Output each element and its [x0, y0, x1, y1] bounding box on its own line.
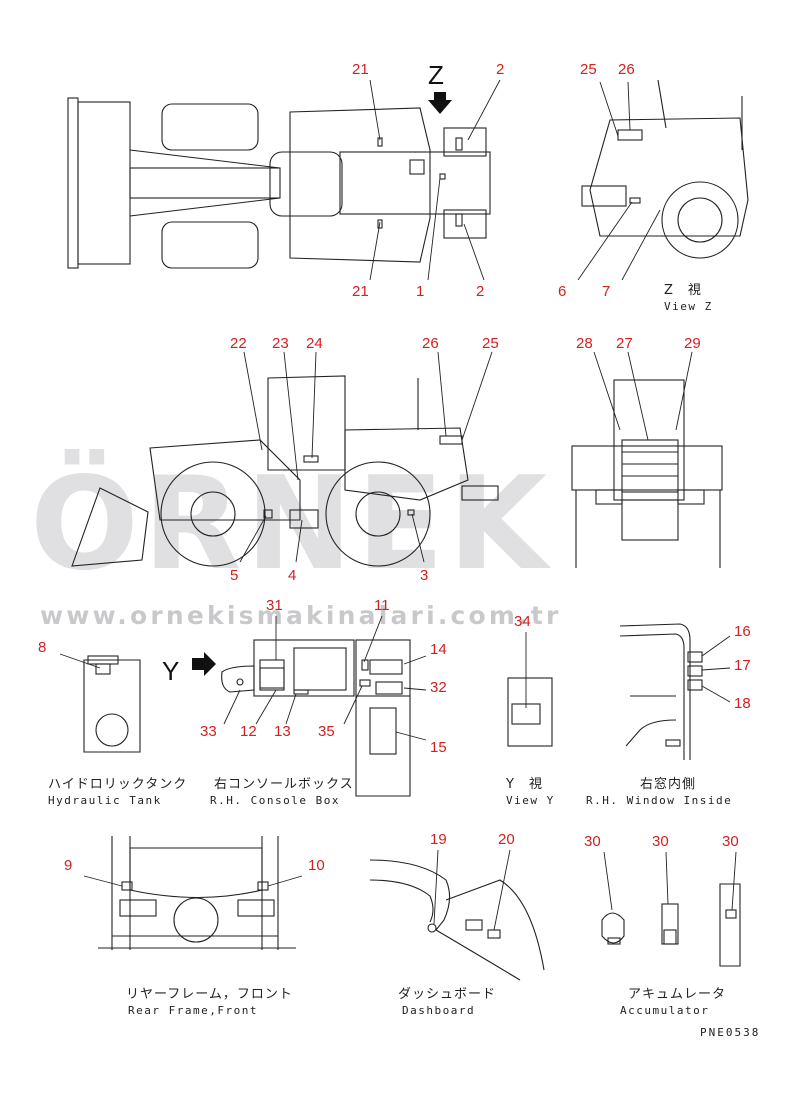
callout-30: 30 — [584, 833, 601, 850]
callout-35: 35 — [318, 723, 335, 740]
watermark-url: www.ornekismakinalari.com.tr — [40, 601, 562, 630]
hydraulic-tank-drawing — [83, 655, 141, 753]
view-y-caption-jp: Y 視 — [505, 777, 543, 792]
view-y-drawing — [507, 677, 553, 747]
rear-view-drawing — [571, 379, 723, 568]
console-caption-jp: 右コンソールボックス — [214, 777, 354, 792]
callout-30: 30 — [722, 833, 739, 850]
rear-frame-caption-jp: リヤーフレーム，フロント — [126, 987, 293, 1002]
loader-side-view — [71, 375, 499, 567]
callout-12: 12 — [240, 723, 257, 740]
callout-26: 26 — [618, 61, 635, 78]
watermark-brand: ÖRNEK — [30, 449, 552, 599]
callout-21: 21 — [352, 283, 369, 300]
callout-26: 26 — [422, 335, 439, 352]
callout-34: 34 — [514, 613, 531, 630]
callout-33: 33 — [200, 723, 217, 740]
dashboard-caption-jp: ダッシュボード — [398, 987, 496, 1002]
view-y-arrow — [192, 652, 216, 676]
rear-frame-drawing — [98, 836, 296, 950]
window-inside-drawing — [619, 623, 703, 760]
callout-leaders — [59, 79, 737, 931]
window-caption-en: R.H. Window Inside — [586, 794, 732, 807]
hydraulic-caption-en: Hydraulic Tank — [48, 794, 162, 807]
accumulator-caption-jp: アキュムレータ — [628, 987, 726, 1002]
callout-1: 1 — [416, 283, 424, 300]
window-caption-jp: 右窓内側 — [640, 776, 696, 792]
callout-22: 22 — [230, 335, 247, 352]
dashboard-caption-en: Dashboard — [402, 1004, 475, 1017]
view-z-arrow: Z — [428, 60, 452, 114]
callout-16: 16 — [734, 623, 751, 640]
rear-frame-caption-en: Rear Frame,Front — [128, 1004, 258, 1017]
callout-23: 23 — [272, 335, 289, 352]
callout-3: 3 — [420, 567, 428, 584]
callout-20: 20 — [498, 831, 515, 848]
callout-5: 5 — [230, 567, 238, 584]
view-z-marker: Z — [428, 60, 444, 90]
view-y-marker: Y — [162, 656, 179, 686]
callout-30: 30 — [652, 833, 669, 850]
console-box-drawing — [221, 639, 411, 797]
callout-4: 4 — [288, 567, 296, 584]
callout-13: 13 — [274, 723, 291, 740]
callout-6: 6 — [558, 283, 566, 300]
callout-24: 24 — [306, 335, 323, 352]
callout-27: 27 — [616, 335, 633, 352]
callout-2: 2 — [476, 283, 484, 300]
callout-25: 25 — [580, 61, 597, 78]
dashboard-drawing — [369, 859, 545, 981]
callout-11: 11 — [374, 597, 390, 614]
callout-2: 2 — [496, 61, 504, 78]
watermark: ÖRNEK www.ornekismakinalari.com.tr — [30, 449, 562, 630]
callout-32: 32 — [430, 679, 447, 696]
view-z-caption-jp: Z 視 — [664, 283, 702, 298]
callout-18: 18 — [734, 695, 751, 712]
view-y-caption-en: View Y — [506, 794, 555, 807]
callout-9: 9 — [64, 857, 72, 874]
accumulator-drawing — [601, 883, 741, 967]
view-z-caption-en: View Z — [664, 300, 713, 313]
callout-31: 31 — [266, 597, 283, 614]
callout-10: 10 — [308, 857, 325, 874]
view-z-drawing — [581, 79, 749, 259]
loader-top-view — [67, 97, 491, 269]
callout-17: 17 — [734, 657, 751, 674]
callout-8: 8 — [38, 639, 46, 656]
callout-15: 15 — [430, 739, 447, 756]
callout-7: 7 — [602, 283, 610, 300]
callout-29: 29 — [684, 335, 701, 352]
callout-14: 14 — [430, 641, 447, 658]
accumulator-caption-en: Accumulator — [620, 1004, 709, 1017]
drawing-code: PNE0538 — [700, 1026, 760, 1039]
hydraulic-caption-jp: ハイドロリックタンク — [48, 777, 187, 792]
callout-21: 21 — [352, 61, 369, 78]
callout-28: 28 — [576, 335, 593, 352]
callout-25: 25 — [482, 335, 499, 352]
callout-labels: 21 2 21 1 2 25 26 6 7 22 23 24 26 25 5 4… — [38, 61, 751, 874]
console-caption-en: R.H. Console Box — [210, 794, 340, 807]
callout-19: 19 — [430, 831, 447, 848]
